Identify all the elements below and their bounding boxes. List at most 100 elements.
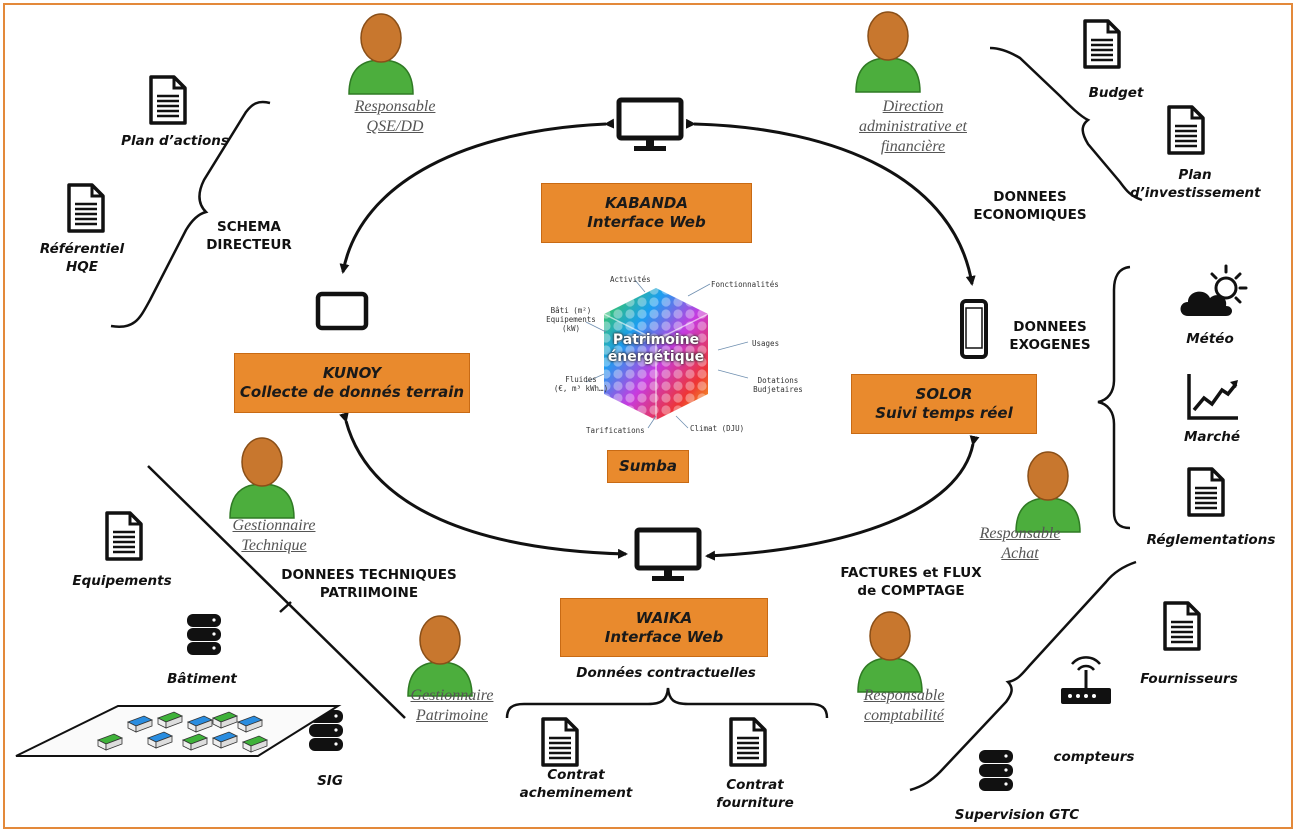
brace-schema	[110, 100, 271, 329]
line-tech-tick	[279, 601, 292, 613]
label-contrat-fourniture: Contrat fourniture	[700, 776, 810, 812]
role-daf-line3: financière	[880, 138, 946, 155]
document-icon	[1163, 601, 1201, 651]
cube-label-bati-line3: (kW)	[561, 324, 581, 333]
cube-label-bati-line2: Equipements	[546, 315, 596, 324]
label-plan-invest-line1: Plan	[1178, 167, 1212, 183]
role-daf-line1: Direction	[882, 98, 944, 115]
document-icon	[149, 75, 187, 125]
label-compteurs: compteurs	[1053, 749, 1135, 765]
flow-factures-comptage: FACTURES et FLUX de COMPTAGE	[826, 564, 996, 600]
flow-donnees-techniques: DONNEES TECHNIQUES PATRIIMOINE	[264, 566, 474, 602]
line-tech	[147, 465, 406, 719]
arrow-kunoy-waika	[339, 411, 628, 559]
document-icon	[1167, 105, 1205, 155]
database-icon	[979, 750, 1013, 791]
tablet-icon	[315, 291, 369, 331]
person-icon	[229, 437, 295, 519]
cube-label-fluides: Fluides (€, m³ kWh…)	[546, 375, 616, 393]
label-budget: Budget	[1088, 85, 1144, 101]
label-equipements: Equipements	[72, 573, 172, 589]
cube-label-fluides-line2: (€, m³ kWh…)	[553, 384, 609, 393]
flow-donnees-exogenes: DONNEES EXOGENES	[1000, 318, 1100, 354]
smartphone-icon	[960, 299, 988, 359]
weather-icon	[1180, 264, 1248, 316]
kunoy-name: KUNOY	[322, 364, 382, 382]
label-contrat-four-line2: fourniture	[716, 795, 794, 811]
label-plan-invest-line2: d’investissement	[1130, 185, 1261, 201]
brace-waika	[505, 687, 829, 719]
label-plan-actions: Plan d’actions	[121, 133, 229, 149]
role-qse: Responsable QSE/DD	[320, 97, 470, 137]
flow-schema-directeur: SCHEMA DIRECTEUR	[194, 218, 304, 254]
cube-label-climat: Climat (DJU)	[690, 424, 745, 433]
cube-label-dotations: Dotations Budjetaires	[740, 376, 816, 394]
role-daf: Direction administrative et financière	[838, 97, 988, 157]
label-contrat-four-line1: Contrat	[726, 777, 784, 793]
energy-cube-graphic	[603, 288, 709, 420]
document-icon	[541, 717, 579, 767]
market-chart-icon	[1187, 374, 1238, 420]
flow-exo-line2: EXOGENES	[1009, 337, 1091, 353]
brace-factures	[909, 560, 1137, 792]
cube-label-dotations-line1: Dotations	[757, 376, 799, 385]
person-icon	[857, 611, 923, 693]
waika-caption: Données contractuelles	[576, 665, 756, 681]
document-icon	[1187, 467, 1225, 517]
kunoy-sub: Collecte de donnés terrain	[239, 383, 465, 401]
cube-label-activites: Activités	[610, 275, 651, 284]
monitor-icon	[616, 97, 684, 151]
label-contrat-acheminement: Contrat acheminement	[516, 766, 636, 802]
brace-exo	[1097, 265, 1131, 530]
solor-box: SOLOR Suivi temps réel	[851, 374, 1037, 434]
label-referentiel-line1: Référentiel	[39, 241, 125, 257]
kabanda-name: KABANDA	[605, 194, 688, 212]
cube-title-line1: Patrimoine	[612, 332, 700, 348]
cube-label-connectors	[585, 279, 749, 429]
role-patrimoine-line1: Gestionnaire	[410, 687, 494, 704]
label-reglementations: Réglementations	[1146, 532, 1276, 548]
waika-sub: Interface Web	[604, 627, 724, 646]
label-supervision-gtc: Supervision GTC	[954, 807, 1080, 823]
flow-tech-line2: PATRIIMOINE	[319, 585, 419, 601]
role-compta-line2: comptabilité	[864, 707, 944, 724]
solor-sub: Suivi temps réel	[875, 404, 1013, 422]
person-icon	[348, 13, 414, 95]
cube-title-line2: énergétique	[607, 349, 705, 365]
solor-name: SOLOR	[915, 385, 973, 403]
cube-label-fluides-line1: Fluides	[565, 375, 597, 384]
role-compta: Responsable comptabilité	[834, 686, 974, 726]
site-map-icon	[15, 705, 342, 757]
label-plan-invest: Plan d’investissement	[1130, 166, 1261, 202]
role-qse-line2: QSE/DD	[366, 118, 424, 135]
kabanda-box: KABANDA Interface Web	[541, 183, 752, 243]
waika-box: WAIKA Interface Web	[560, 598, 768, 657]
document-icon	[729, 717, 767, 767]
label-referentiel: Référentiel HQE	[32, 240, 132, 276]
kunoy-box: KUNOY Collecte de donnés terrain	[234, 353, 470, 413]
flow-tech-line1: DONNEES TECHNIQUES	[281, 567, 457, 583]
role-achat: Responsable Achat	[960, 524, 1080, 564]
person-icon	[855, 11, 921, 93]
brace-eco	[989, 46, 1143, 202]
label-batiment: Bâtiment	[167, 671, 237, 687]
role-achat-line1: Responsable	[979, 525, 1061, 542]
database-icon	[187, 614, 221, 655]
label-marche: Marché	[1184, 429, 1240, 445]
role-tech-line1: Gestionnaire	[232, 517, 316, 534]
role-patrimoine-line2: Patrimoine	[416, 707, 488, 724]
sumba-name: Sumba	[619, 457, 677, 475]
label-referentiel-line2: HQE	[66, 259, 98, 275]
document-icon	[1083, 19, 1121, 69]
arrow-solor-waika	[705, 435, 980, 561]
label-meteo: Météo	[1186, 331, 1234, 347]
cube-title: Patrimoine énergétique	[604, 332, 708, 366]
label-contrat-ach-line2: acheminement	[519, 785, 633, 801]
role-achat-line2: Achat	[1001, 545, 1039, 562]
cube-label-usages: Usages	[752, 339, 780, 348]
flow-schema-line2: DIRECTEUR	[206, 237, 292, 253]
role-tech: Gestionnaire Technique	[204, 516, 344, 556]
arrow-kabanda-solor	[685, 118, 976, 286]
cube-label-bati: Bâti (m²) Equipements (kW)	[540, 306, 602, 333]
